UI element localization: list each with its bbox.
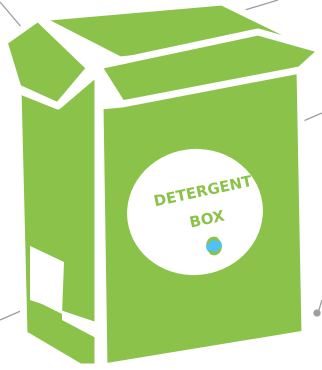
callout-dot-bottom-right [314,310,320,316]
